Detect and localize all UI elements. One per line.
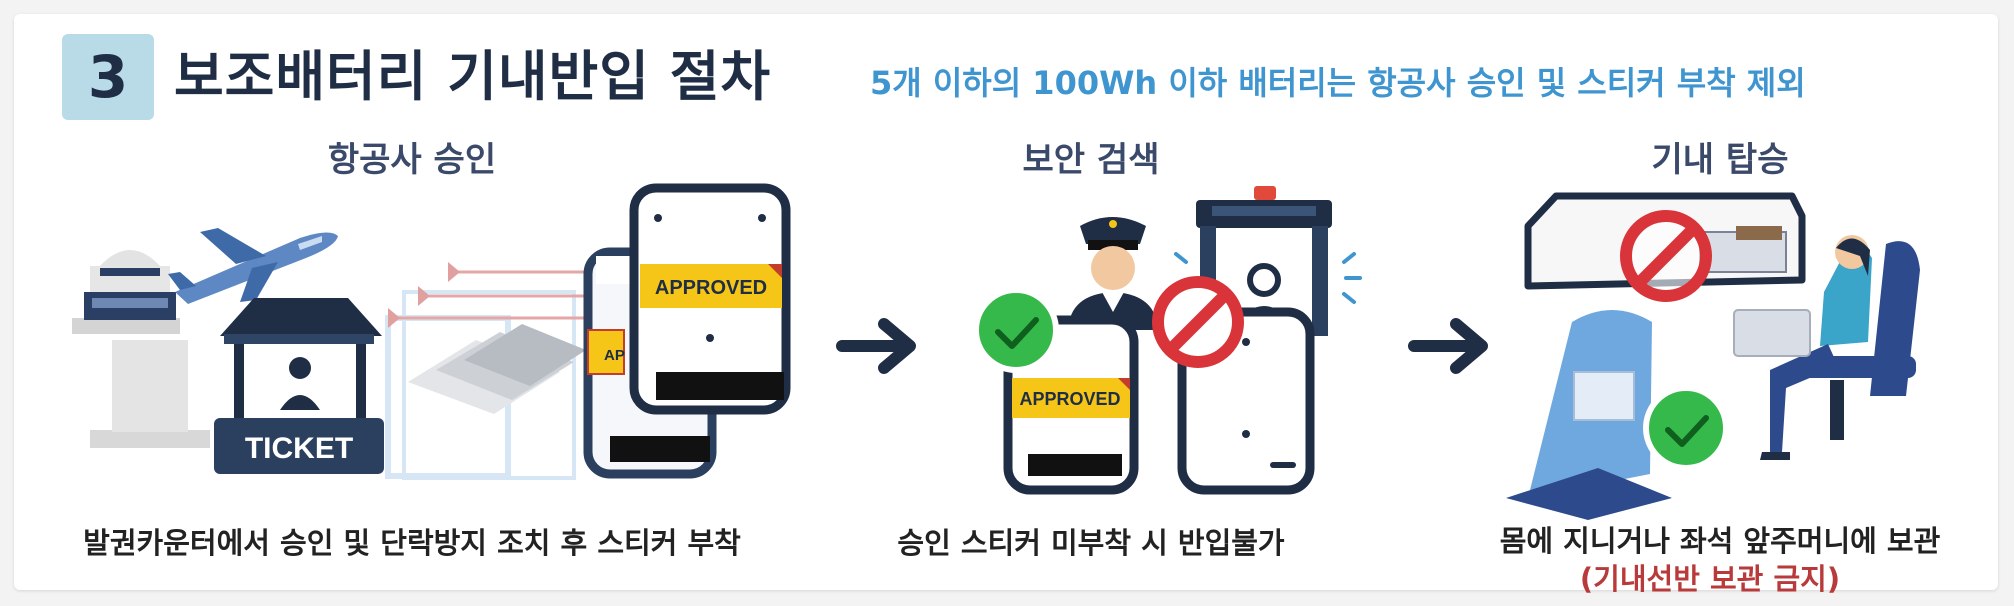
sticker-partial-label: AP <box>604 347 625 364</box>
ticket-booth-icon <box>214 298 384 474</box>
passenger-seat-icon <box>1760 235 1920 460</box>
sticker-label-1: APPROVED <box>655 277 767 299</box>
airplane-icon <box>168 228 338 304</box>
step-2-caption: 승인 스티커 미부착 시 반입불가 <box>897 526 1285 560</box>
check-icon <box>1643 385 1729 471</box>
step-3-caption: 몸에 지니거나 좌석 앞주머니에 보관 <box>1499 524 1941 558</box>
step-1-title: 항공사 승인 <box>327 140 497 180</box>
page-title: 보조배터리 기내반입 절차 <box>174 45 772 108</box>
step-2-title: 보안 검색 <box>1022 140 1160 180</box>
tray-table-device <box>1733 309 1811 357</box>
control-tower-icon <box>72 250 210 448</box>
step-1-caption: 발권카운터에서 승인 및 단락방지 조치 후 스티커 부착 <box>83 526 741 560</box>
laser-lines <box>388 262 616 328</box>
approved-power-bank-front <box>629 183 791 415</box>
page-subtitle: 5개 이하의 100Wh 이하 배터리는 항공사 승인 및 스티커 부착 제외 <box>870 64 1806 102</box>
arrow-right-icon <box>836 318 916 374</box>
step-3-title: 기내 탑승 <box>1651 140 1789 180</box>
check-icon <box>973 287 1059 373</box>
prohibited-icon <box>1152 276 1244 368</box>
sticker-label-2: APPROVED <box>1019 389 1120 409</box>
arrow-right-icon <box>1408 318 1488 374</box>
police-officer-icon <box>1068 217 1158 330</box>
power-bank-icon <box>408 324 586 414</box>
step-3-caption-note: (기내선반 보관 금지) <box>1579 562 1841 596</box>
ticket-label: TICKET <box>245 432 353 465</box>
front-seat <box>1506 310 1672 520</box>
prohibited-icon <box>1620 210 1712 302</box>
step-number-badge: 3 <box>62 34 154 120</box>
